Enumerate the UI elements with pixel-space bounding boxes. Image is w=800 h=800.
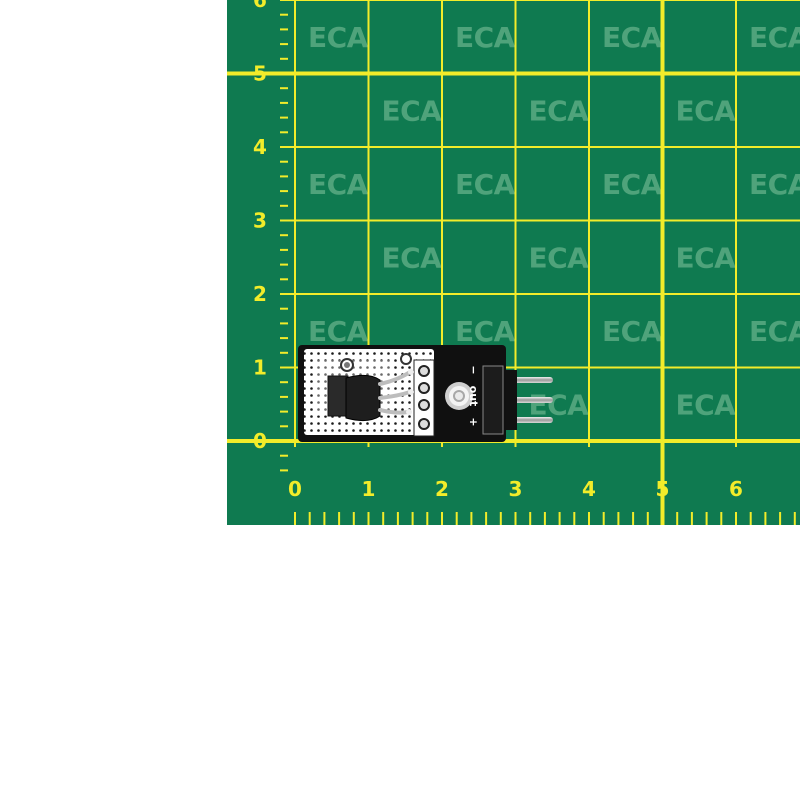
x-tick-label: 5 xyxy=(656,477,670,501)
watermark-text: ECA xyxy=(676,94,737,127)
watermark-text: ECA xyxy=(308,168,369,201)
watermark-text: ECA xyxy=(382,241,443,274)
watermark-text: ECA xyxy=(602,315,663,348)
watermark-text: ECA xyxy=(602,168,663,201)
x-axis-labels: 01234567 xyxy=(288,477,743,501)
cutting-mat: ECA ECA ECA ECA ECA ECA ECA ECA ECA ECA ECA ECA ECA E… xyxy=(227,0,800,525)
x-tick-label: 0 xyxy=(288,477,302,501)
watermark-text: ECA xyxy=(308,315,369,348)
solder-pads xyxy=(413,359,435,437)
pin-label-minus: − xyxy=(467,365,480,374)
watermark-text: ECA xyxy=(529,94,590,127)
sensor-module: − out + xyxy=(298,345,553,442)
x-tick-label: 3 xyxy=(509,477,523,501)
watermark-text: ECA xyxy=(308,21,369,54)
x-tick-label: 4 xyxy=(582,477,596,501)
watermark-text: ECA xyxy=(529,388,590,421)
watermark-text: ECA xyxy=(749,168,800,201)
to92-sensor-icon xyxy=(327,369,414,422)
watermark-text: ECA xyxy=(455,21,516,54)
x-tick-label: 2 xyxy=(435,477,449,501)
y-axis-labels: 0 1 2 3 4 5 6 xyxy=(253,0,267,453)
watermark-text: ECA xyxy=(749,21,800,54)
watermark-text: ECA xyxy=(382,94,443,127)
y-tick-label: 3 xyxy=(253,209,267,233)
watermark-text: ECA xyxy=(602,21,663,54)
y-tick-label: 2 xyxy=(253,282,267,306)
y-tick-label: 0 xyxy=(253,429,267,453)
watermark-text: ECA xyxy=(676,388,737,421)
watermark-text: ECA xyxy=(749,315,800,348)
watermark-text: ECA xyxy=(455,168,516,201)
pin-header-icon xyxy=(496,370,553,430)
y-tick-label: 4 xyxy=(253,135,267,159)
pin-label-out: out xyxy=(467,386,480,407)
y-tick-label: 1 xyxy=(253,356,267,380)
watermark-text: ECA xyxy=(676,241,737,274)
y-tick-label: 6 xyxy=(253,0,267,12)
mounting-hole-icon xyxy=(445,382,473,410)
watermark-text: ECA xyxy=(529,241,590,274)
watermark-text: ECA xyxy=(455,315,516,348)
x-tick-label: 6 xyxy=(729,477,743,501)
y-tick-label: 5 xyxy=(253,62,267,86)
pin-label-plus: + xyxy=(467,417,480,426)
x-tick-label: 1 xyxy=(362,477,376,501)
